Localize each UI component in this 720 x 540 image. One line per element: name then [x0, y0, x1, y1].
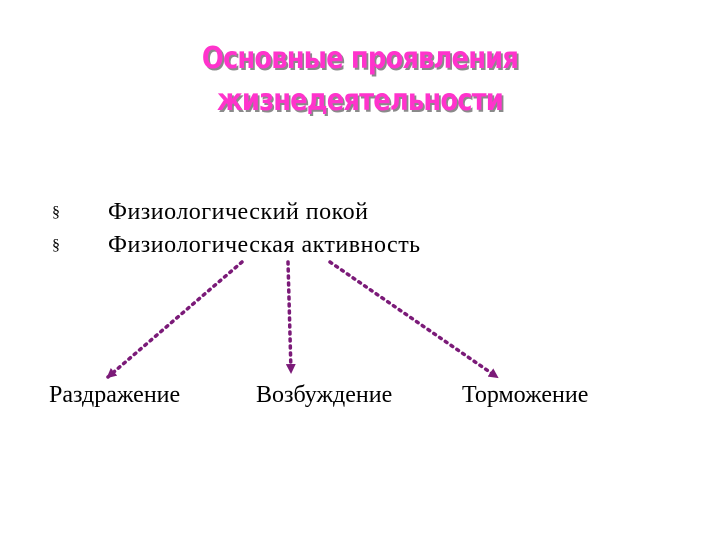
- bullet-item-physiological-activity: § Физиологическая активность: [52, 229, 421, 262]
- outcome-excitation: Возбуждение: [256, 382, 393, 408]
- slide-title: Основные проявления жизнедеятельности: [50, 38, 669, 122]
- bullet-text: Физиологическая активность: [108, 232, 421, 258]
- title-line-2: жизнедеятельности: [217, 83, 504, 118]
- bullet-marker-icon: §: [52, 204, 61, 221]
- arrow-to-excitation: [285, 260, 296, 374]
- outcome-irritation: Раздражение: [49, 382, 181, 408]
- arrow-to-irritation: [106, 260, 244, 379]
- arrow-to-inhibition: [328, 260, 499, 379]
- bullet-item-physiological-rest: § Физиологический покой: [52, 196, 421, 229]
- bullet-marker-icon: §: [52, 237, 61, 254]
- title-line-1: Основные проявления: [201, 41, 519, 76]
- outcome-inhibition: Торможение: [462, 382, 589, 408]
- bullet-list: § Физиологический покой § Физиологическа…: [52, 196, 421, 262]
- bullet-text: Физиологический покой: [108, 199, 369, 225]
